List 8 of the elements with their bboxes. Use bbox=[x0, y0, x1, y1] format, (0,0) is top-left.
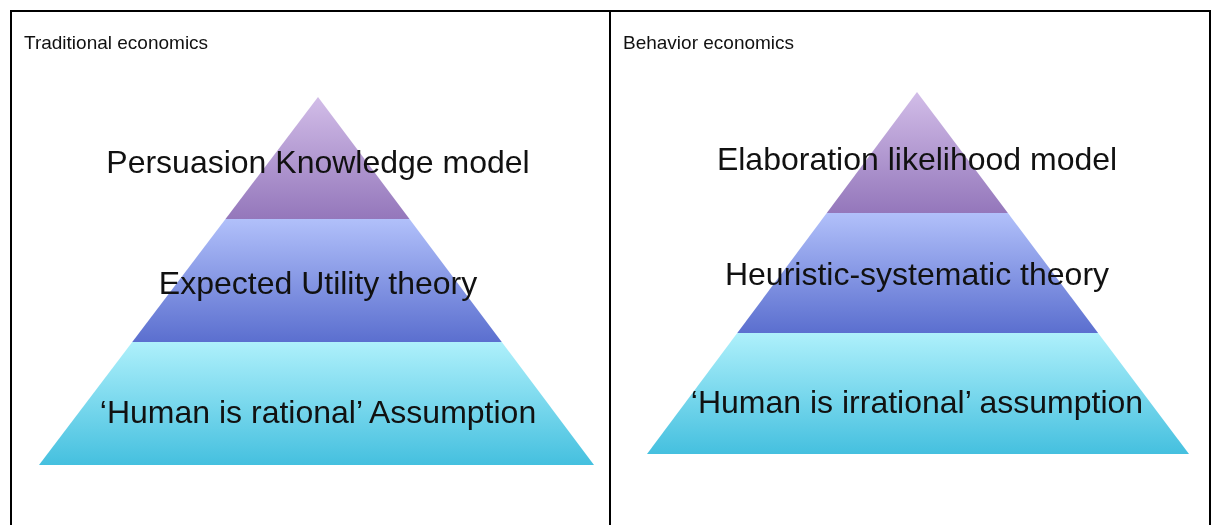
layer-label: ‘Human is irrational’ assumption bbox=[690, 383, 1144, 421]
layer-label: Persuasion Knowledge model bbox=[106, 143, 530, 181]
layer-label: Elaboration likelihood model bbox=[716, 140, 1118, 178]
panel-heading: Traditional economics bbox=[24, 32, 209, 54]
panel bbox=[10, 10, 611, 525]
panel bbox=[609, 10, 1211, 525]
layer-label: ‘Human is rational’ Assumption bbox=[99, 393, 537, 431]
panel-heading: Behavior economics bbox=[623, 32, 795, 54]
